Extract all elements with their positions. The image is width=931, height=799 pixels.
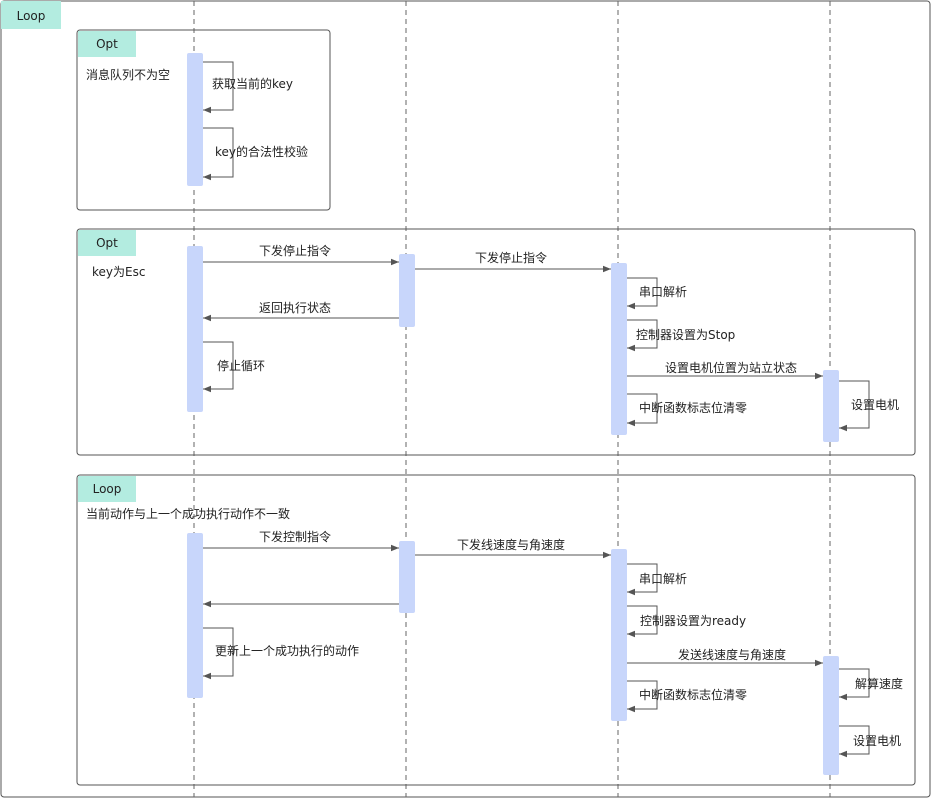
- message-label: 返回执行状态: [259, 301, 331, 315]
- self-message-arrow: [839, 725, 870, 758]
- message-label: 串口解析: [639, 285, 687, 299]
- frame-opt-1: [76, 29, 331, 211]
- self-message-arrow: [839, 380, 870, 432]
- activation-bar: [187, 246, 203, 412]
- message-label: 设置电机: [851, 398, 899, 412]
- message-label: 获取当前的key: [212, 76, 293, 91]
- activation-bar: [823, 656, 839, 775]
- activation-bar: [611, 263, 627, 435]
- message-label: 下发线速度与角速度: [457, 537, 565, 552]
- message-label: 更新上一个成功执行的动作: [215, 643, 359, 658]
- self-message-arrow: [203, 341, 234, 393]
- self-message-arrow: [203, 61, 234, 114]
- message-label: 串口解析: [639, 572, 687, 586]
- frame-tag-label-opt-2: Opt: [96, 236, 118, 250]
- frame-tag-loop-outer: [1, 1, 61, 29]
- message-label: 下发停止指令: [475, 250, 547, 265]
- frame-opt-2: [76, 228, 916, 456]
- message-label: 下发停止指令: [259, 243, 331, 258]
- self-message-arrow: [203, 627, 234, 680]
- message-label: 控制器设置为Stop: [636, 328, 735, 342]
- activation-bar: [187, 533, 203, 698]
- message-label: 中断函数标志位清零: [639, 400, 747, 415]
- frame-tag-opt-1: [78, 31, 136, 57]
- message-label: key的合法性校验: [215, 144, 308, 159]
- self-message-arrow: [627, 605, 658, 638]
- activation-bar: [399, 541, 415, 613]
- message-label: 发送线速度与角速度: [678, 647, 786, 662]
- activation-bar: [611, 549, 627, 721]
- frame-condition-opt-1: 消息队列不为空: [86, 67, 170, 82]
- activation-bar: [399, 254, 415, 327]
- message-label: 设置电机: [853, 734, 901, 748]
- frame-condition-opt-2: key为Esc: [92, 265, 145, 279]
- frame-loop-inner: [76, 474, 916, 786]
- self-message-arrow: [203, 127, 234, 181]
- message-label: 设置电机位置为站立状态: [665, 360, 797, 375]
- activation-bar: [823, 370, 839, 442]
- frame-tag-opt-2: [78, 230, 136, 256]
- self-message-arrow: [627, 563, 658, 596]
- activation-bar: [187, 53, 203, 186]
- message-label: 下发控制指令: [259, 529, 331, 544]
- self-message-arrow: [627, 319, 658, 352]
- message-label: 中断函数标志位清零: [639, 687, 747, 702]
- self-message-arrow: [627, 277, 658, 310]
- frame-condition-loop-inner: 当前动作与上一个成功执行动作不一致: [86, 506, 290, 521]
- self-message-arrow: [627, 393, 658, 427]
- self-message-arrow: [627, 680, 658, 713]
- frame-tag-label-loop-outer: Loop: [17, 9, 46, 23]
- frame-tag-label-loop-inner: Loop: [93, 482, 122, 496]
- frame-tag-label-opt-1: Opt: [96, 37, 118, 51]
- self-message-arrow: [839, 668, 870, 701]
- message-label: 解算速度: [855, 676, 903, 691]
- frame-tag-loop-inner: [78, 476, 136, 502]
- message-label: 控制器设置为ready: [640, 614, 746, 628]
- message-label: 停止循环: [217, 358, 265, 373]
